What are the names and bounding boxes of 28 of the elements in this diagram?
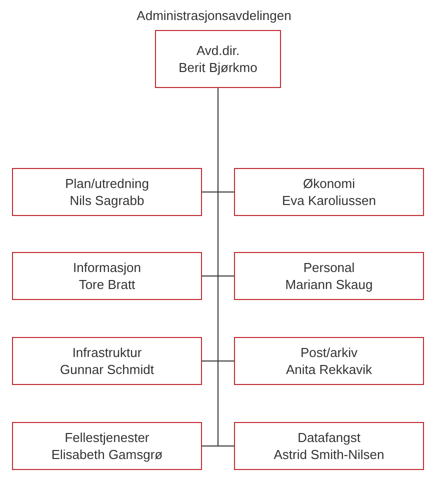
org-box: [12, 168, 202, 216]
unit-name: Fellestjenester: [64, 429, 150, 446]
person-name: Mariann Skaug: [285, 276, 373, 293]
org-box: [234, 422, 424, 470]
unit-name: Infrastruktur: [72, 344, 142, 361]
unit-name: Informasjon: [73, 259, 141, 276]
org-box: [234, 168, 424, 216]
person-name: Berit Bjørkmo: [178, 59, 258, 76]
unit-name: Plan/utredning: [65, 175, 149, 192]
org-box: [12, 337, 202, 385]
org-box: [12, 422, 202, 470]
unit-name: Personal: [303, 259, 355, 276]
unit-name: Økonomi: [302, 175, 356, 192]
person-name: Anita Rekkavik: [286, 361, 372, 378]
person-name: Astrid Smith-Nilsen: [274, 446, 384, 463]
chart-title: Administrasjonsavdelingen: [136, 8, 292, 23]
person-name: Elisabeth Gamsgrø: [51, 446, 163, 463]
unit-name: Datafangst: [298, 429, 360, 446]
org-box: [155, 30, 281, 88]
unit-name: Post/arkiv: [300, 344, 358, 361]
person-name: Gunnar Schmidt: [60, 361, 154, 378]
org-box: [12, 252, 202, 300]
org-box: [234, 252, 424, 300]
org-box: [234, 337, 424, 385]
person-name: Nils Sagrabb: [70, 192, 144, 209]
person-name: Tore Bratt: [78, 276, 136, 293]
unit-name: Avd.dir.: [196, 42, 240, 59]
person-name: Eva Karoliussen: [282, 192, 376, 209]
